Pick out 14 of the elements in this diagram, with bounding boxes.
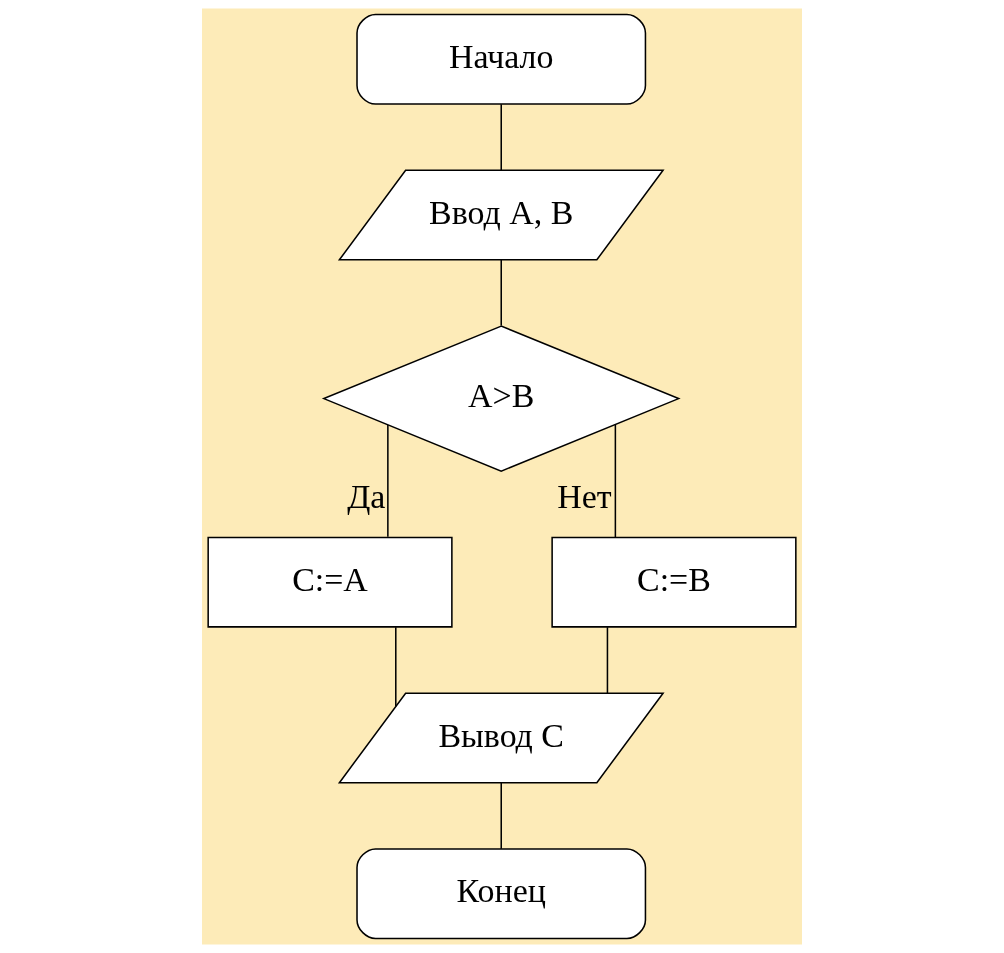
edge-label: Нет <box>557 478 612 516</box>
node-box: С:=В <box>551 536 797 628</box>
node-box: С:=А <box>207 536 453 628</box>
node-box: Конец <box>356 848 647 940</box>
connector <box>500 103 502 171</box>
connector <box>500 782 502 850</box>
connector <box>395 626 397 708</box>
node-box: Начало <box>356 13 647 105</box>
connector <box>614 423 617 539</box>
edge-label: Да <box>347 477 386 515</box>
connector <box>387 424 389 538</box>
connector <box>606 626 609 694</box>
connector <box>500 259 502 327</box>
node-diamond: А>В <box>321 325 681 472</box>
